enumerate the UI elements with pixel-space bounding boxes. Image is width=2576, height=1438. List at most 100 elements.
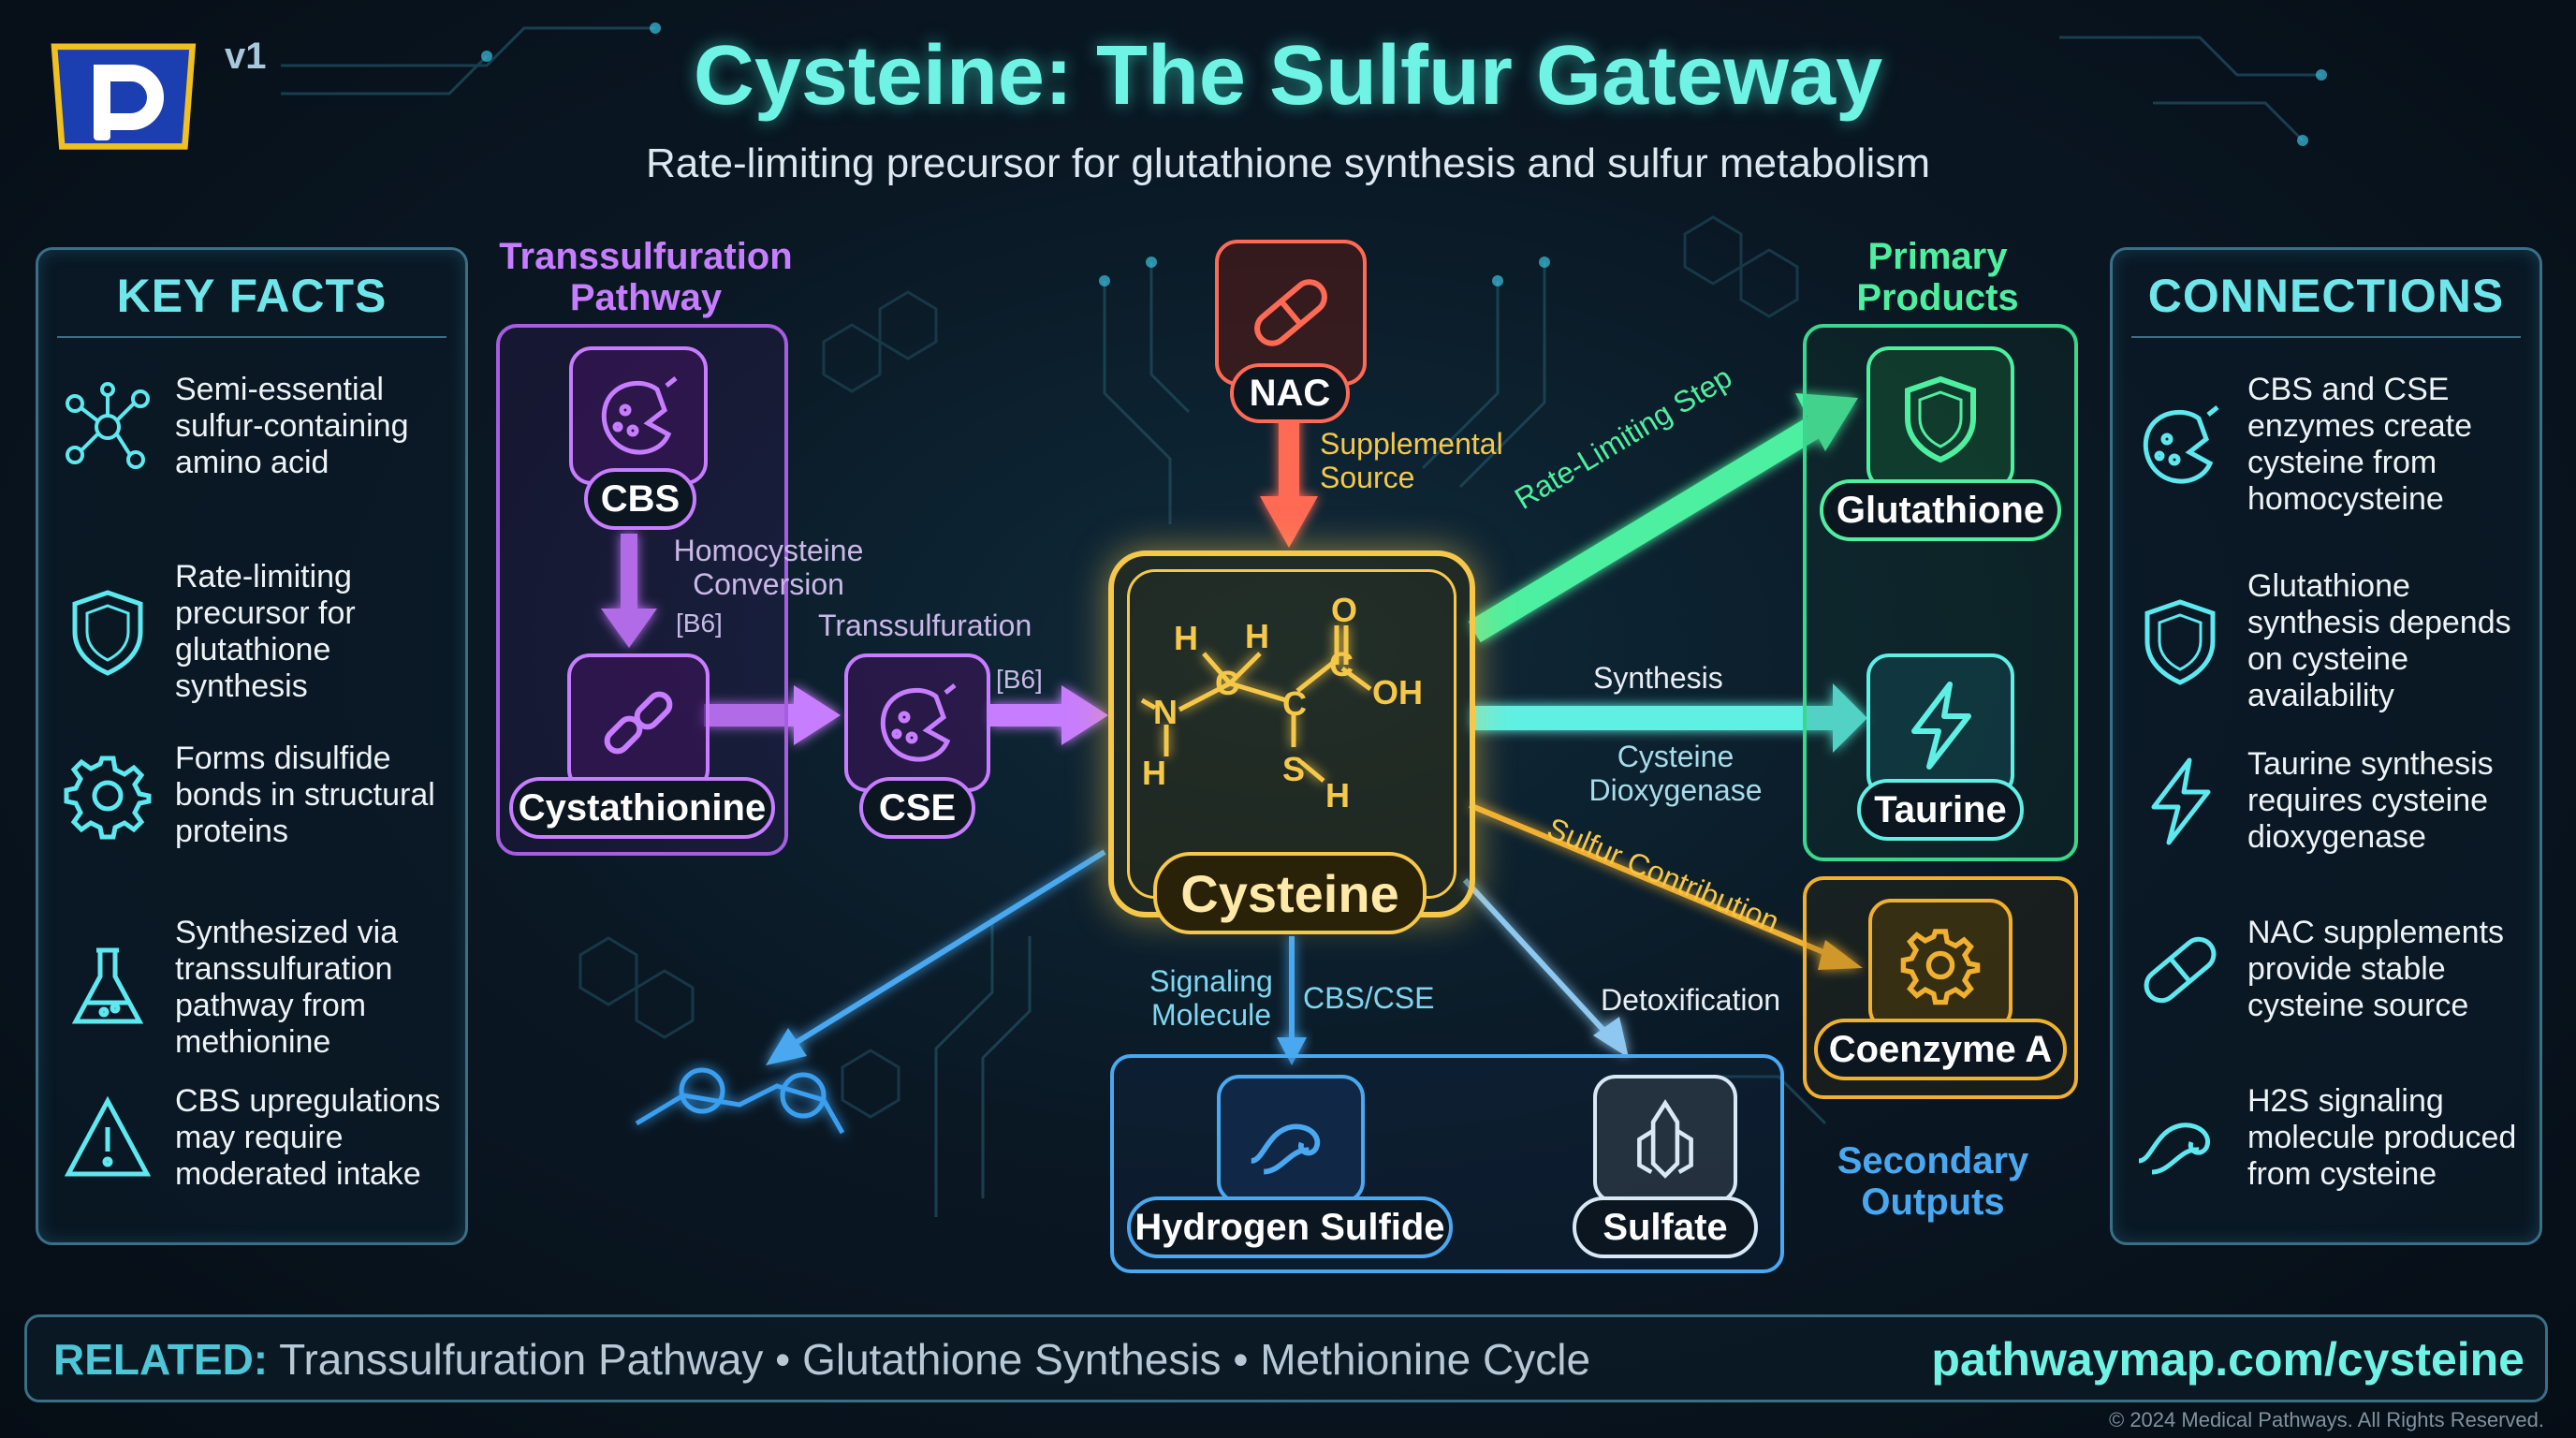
shield-icon [2144,599,2216,685]
cbs-cse-label: CBS/CSE [1303,981,1435,1015]
crystal-icon [1637,1099,1693,1179]
cbs-label: CBS [584,468,696,530]
atom-c: C [1215,664,1239,702]
b6-cofactor-label-a: [B6] [676,609,723,638]
gear-icon [64,756,152,839]
cse-node[interactable] [844,653,990,792]
key-facts-title: KEY FACTS [116,270,388,322]
arrow-cysteine-to-signaling [766,849,1106,1065]
key-fact-text: Rate-limiting precursor for glutathione … [175,559,356,704]
connection-item: H2S signaling molecule produced from cys… [2133,1083,2519,1193]
atom-h: H [1245,617,1269,655]
connections-divider [2131,336,2521,338]
copyright-text: © 2024 Medical Pathways. All Rights Rese… [2109,1408,2544,1431]
flask-icon [71,947,144,1024]
key-facts-divider [57,336,446,338]
nac-label: NAC [1230,363,1350,423]
logo-shield-icon [51,43,197,150]
synthesis-label: Synthesis [1593,661,1723,695]
cystathionine-label: Cystathionine [509,777,775,839]
sulfate-node[interactable] [1593,1075,1737,1204]
enzyme-icon [2143,405,2219,484]
enzyme-icon [601,376,678,455]
connection-text: NAC supplements provide stable cysteine … [2247,915,2505,1023]
page-subtitle: Rate-limiting precursor for glutathione … [646,140,1930,186]
key-fact-text: Semi-essential sulfur-containing amino a… [175,372,409,480]
key-fact-item: Rate-limiting precursor for glutathione … [61,559,456,705]
cbs-node[interactable] [569,346,708,485]
key-fact-item: Forms disulfide bonds in structural prot… [61,741,456,850]
connection-item: Taurine synthesis requires cysteine diox… [2133,746,2519,856]
connection-text: H2S signaling molecule produced from cys… [2247,1083,2517,1192]
arrow-cysteine-to-sulfate [1462,877,1629,1058]
coenzyme-a-label: Coenzyme A [1814,1019,2067,1080]
arrow-cysteine-to-coenzyme-a [1468,802,1863,970]
warning-icon [64,1095,152,1176]
wave-icon [1251,1123,1321,1175]
arrow-nac-to-cysteine [1260,403,1318,548]
connection-text: CBS and CSE enzymes create cysteine from… [2247,372,2472,517]
primary-products-title: Primary Products [1856,236,2019,318]
related-label: RELATED: [53,1335,269,1384]
connection-text: Taurine synthesis requires cysteine diox… [2247,746,2494,855]
transsulfuration-label: Transsulfuration [818,609,1032,642]
cystathionine-node[interactable] [567,653,710,792]
app-logo[interactable]: P [37,37,206,178]
footer-bar: RELATED: Transsulfuration Pathway • Glut… [24,1314,2548,1402]
b6-cofactor-label-b: [B6] [996,665,1043,694]
sulfate-label: Sulfate [1573,1196,1758,1258]
key-facts-panel: KEY FACTS Semi-essential sulfur-containi… [36,247,468,1245]
detoxification-label: Detoxification [1601,983,1781,1017]
capsule-icon [1254,279,1327,346]
capsule-icon [2144,936,2217,1003]
key-fact-text: Synthesized via transsulfuration pathway… [175,915,399,1060]
taurine-label: Taurine [1857,779,2024,841]
arrow-cystathionine-to-cse [704,685,841,745]
cse-label: CSE [859,777,975,839]
atom-s: S [1282,750,1305,788]
coenzyme-a-node[interactable] [1868,899,2012,1032]
atom-h: H [1325,776,1350,814]
shield-icon [72,590,143,676]
signaling-molecule-drawing [635,1067,845,1135]
version-label: v1 [225,36,267,77]
cysteine-molecule-structure: N H H H C C C O OH S H [1140,597,1423,814]
enzyme-icon [880,683,957,762]
key-fact-item: Synthesized via transsulfuration pathway… [61,915,456,1061]
lightning-icon [1911,682,1971,770]
key-fact-text: Forms disulfide bonds in structural prot… [175,741,435,849]
atom-h: H [1142,754,1166,792]
taurine-node[interactable] [1866,653,2014,798]
arrow-cysteine-to-taurine [1471,683,1867,753]
lightning-icon [2151,757,2211,844]
cysteine-node[interactable]: N H H H C C C O OH S H [1108,550,1475,917]
atom-c: C [1329,645,1354,683]
footer-url-link[interactable]: pathwaymap.com/cysteine [1931,1333,2525,1386]
arrow-cysteine-to-h2s [1277,936,1307,1065]
homocysteine-conversion-label: Homocysteine Conversion [673,534,864,601]
key-fact-item: Semi-essential sulfur-containing amino a… [61,372,446,481]
transsulfuration-title: Transsulfuration Pathway [499,236,793,318]
hydrogen-sulfide-node[interactable] [1217,1075,1365,1204]
atom-oh: OH [1372,673,1423,712]
related-items[interactable]: Transsulfuration Pathway • Glutathione S… [279,1335,1591,1384]
cysteine-dioxygenase-label: Cysteine Dioxygenase [1588,740,1763,807]
supplemental-source-label: Supplemental Source [1320,427,1503,494]
glutathione-label: Glutathione [1820,479,2061,541]
connection-text: Glutathione synthesis depends on cystein… [2247,568,2511,713]
atom-h: H [1174,619,1198,657]
connections-title: CONNECTIONS [2147,270,2505,322]
connection-item: CBS and CSE enzymes create cysteine from… [2133,372,2519,518]
glutathione-node[interactable] [1866,346,2014,491]
secondary-outputs-title: Secondary Outputs [1837,1140,2029,1223]
connection-item: Glutathione synthesis depends on cystein… [2133,568,2519,714]
arrow-cbs-to-cystathionine [601,534,657,648]
atom-n: N [1153,693,1178,731]
page-title: Cysteine: The Sulfur Gateway [693,29,1883,123]
shield-icon [1905,375,1976,463]
wave-icon [2138,1122,2210,1174]
connections-panel: CONNECTIONS CBS and CSE enzymes create c… [2110,247,2542,1245]
hydrogen-sulfide-label: Hydrogen Sulfide [1127,1196,1453,1258]
atom-o: O [1331,597,1357,629]
